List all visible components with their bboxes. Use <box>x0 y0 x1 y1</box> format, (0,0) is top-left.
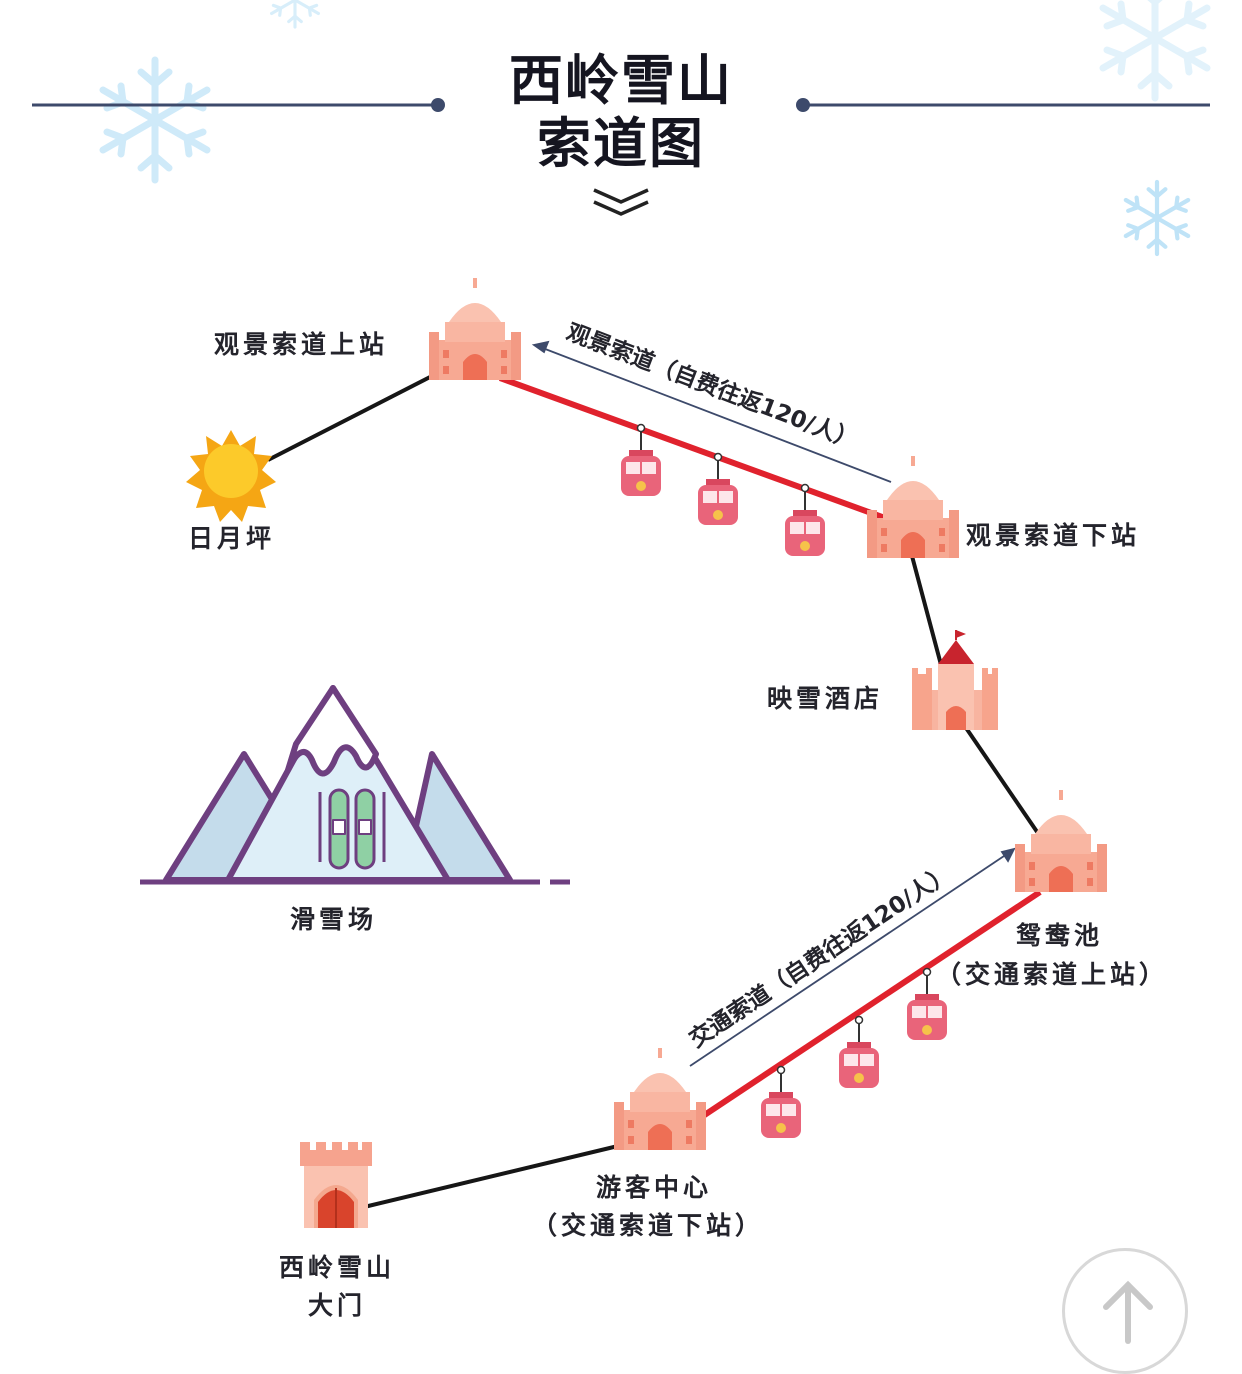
station-icon <box>429 278 521 380</box>
page-title: 西岭雪山 <box>509 49 733 112</box>
header-divider <box>32 98 1210 112</box>
direction-arrows <box>531 340 1016 1067</box>
ski-mountain-icon <box>140 685 570 885</box>
page-subtitle: 索道图 <box>537 112 705 175</box>
station-label-yuanyang-pool-sub: （交通索道上站） <box>936 960 1169 989</box>
double-chevron-down-icon <box>593 188 649 216</box>
snowflake-icon <box>270 0 320 29</box>
cableway-map: 观景索道（自费往返120/人） 交通索道（自费往返120/人） 西岭雪山 索道图… <box>32 0 1242 1374</box>
station-icon <box>614 1048 706 1150</box>
sightseeing-cable-label: 观景索道（自费往返120/人） <box>563 318 862 454</box>
station-label-sun-plateau: 日月坪 <box>188 524 276 553</box>
station-label-yuanyang-pool: 鸳鸯池 <box>1016 921 1104 950</box>
gondola-icon <box>760 1065 802 1139</box>
sun-icon <box>186 430 276 522</box>
snowflake-icon <box>1126 182 1188 254</box>
station-label-gate-line1: 西岭雪山 <box>278 1253 395 1282</box>
gondola-icon <box>838 1015 880 1089</box>
gate-icon <box>300 1142 372 1228</box>
station-label-visitor-center: 游客中心 <box>596 1173 713 1202</box>
station-label-sightseeing-upper: 观景索道上站 <box>214 330 389 359</box>
station-icon <box>1015 790 1107 892</box>
station-label-visitor-center-sub: （交通索道下站） <box>532 1211 765 1240</box>
station-label-gate-line2: 大门 <box>307 1291 366 1320</box>
walking-paths <box>267 374 1046 1210</box>
castle-icon <box>912 630 998 730</box>
station-label-sightseeing-lower: 观景索道下站 <box>966 521 1141 550</box>
arrow-up-icon <box>1103 1280 1153 1344</box>
scroll-top-button[interactable] <box>1062 1248 1188 1374</box>
cable-lines <box>498 375 1042 1121</box>
station-label-hotel: 映雪酒店 <box>767 684 884 713</box>
station-icon <box>867 456 959 558</box>
station-label-ski-resort: 滑雪场 <box>290 905 378 934</box>
